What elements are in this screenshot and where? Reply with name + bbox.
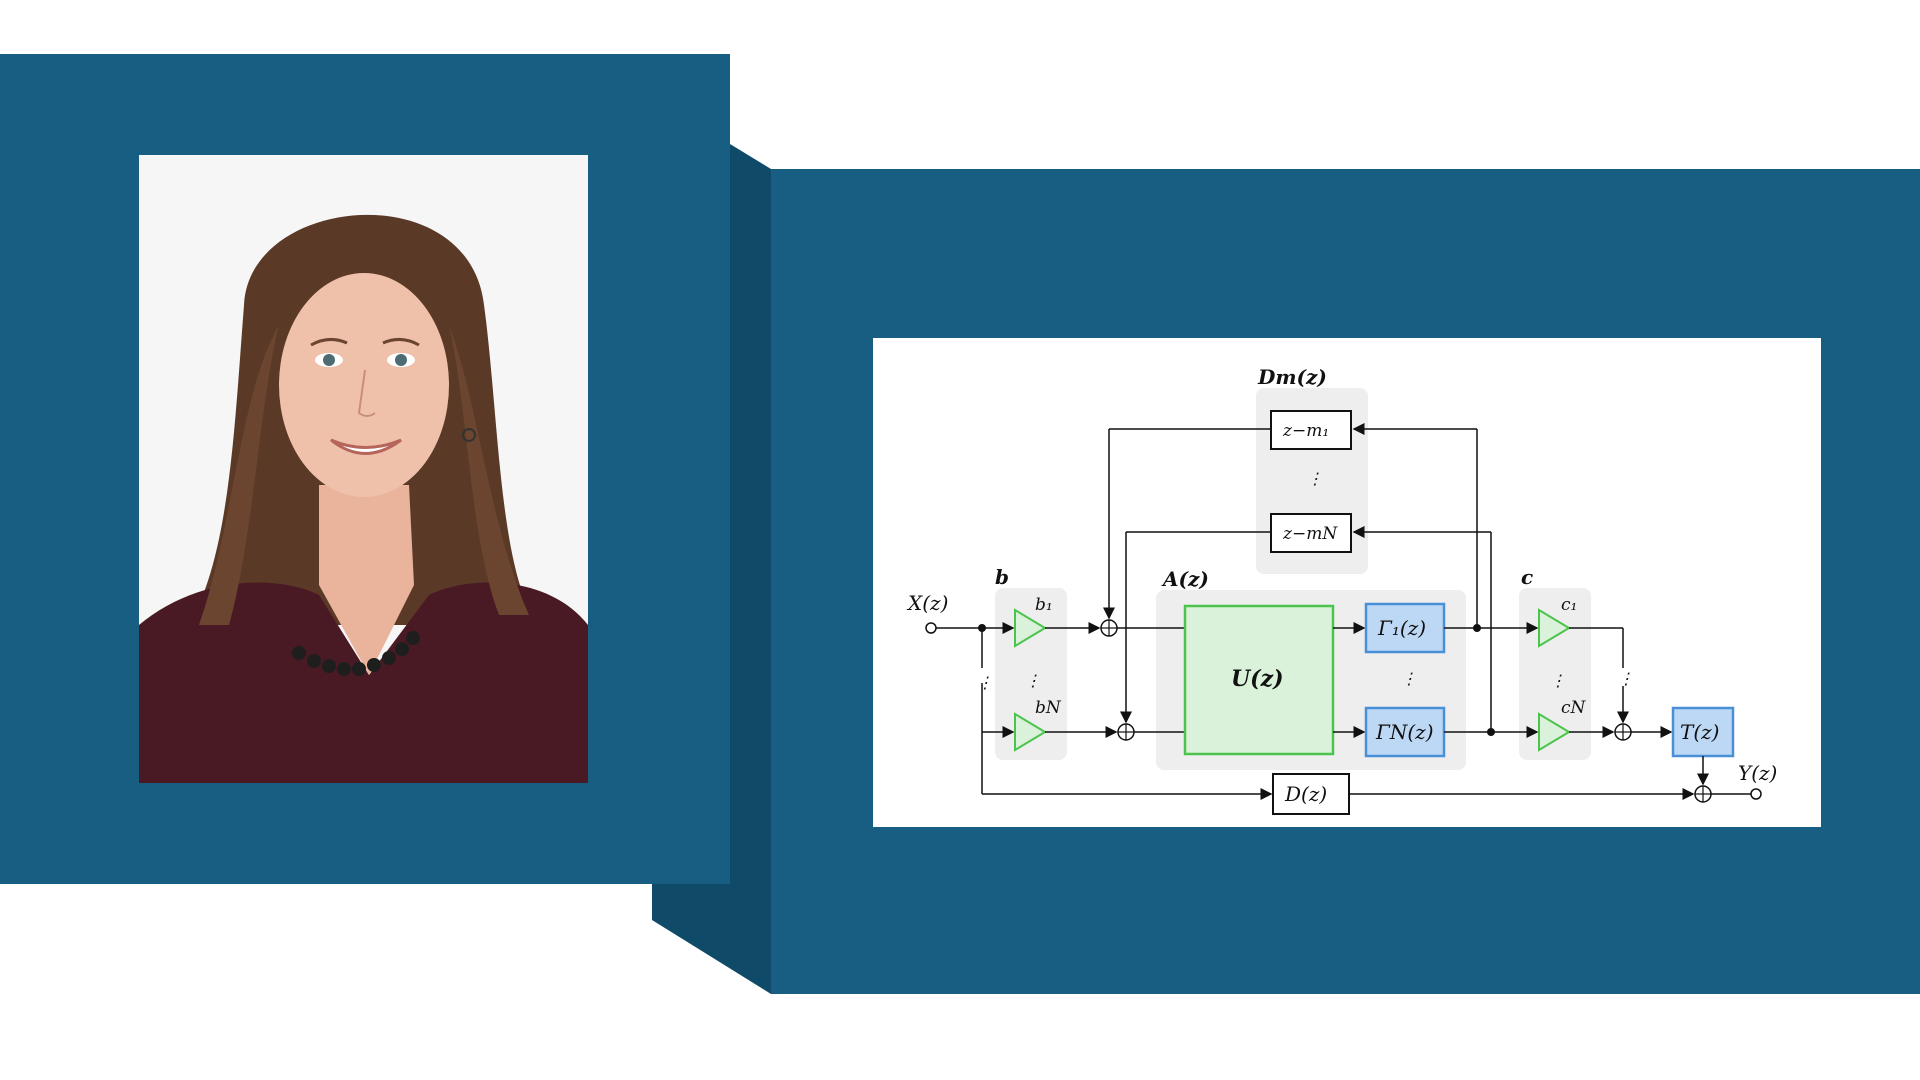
input-vdots: ⋮: [977, 673, 993, 692]
gain-bN-label: bN: [1035, 698, 1062, 718]
u-output-wiring: [1333, 622, 1366, 738]
portrait-photo: [139, 155, 588, 783]
sum-node-output-cross: [1695, 786, 1711, 802]
d-block: [1272, 773, 1350, 815]
block-diagram-svg: Dm(z) b A(z) c X(z) Y(z) ⋮ b₁ bN ⋮: [906, 365, 1777, 815]
sum-node-c-cross: [1615, 724, 1631, 740]
t-block-label: T(z): [1680, 720, 1719, 744]
output-wiring: [1349, 756, 1751, 800]
u-block: [1183, 604, 1335, 756]
gain-bN: [1014, 712, 1047, 752]
feedback-junction-1: [1473, 624, 1481, 632]
c-wiring: [1569, 627, 1673, 738]
gain-c1-label: c₁: [1561, 595, 1577, 615]
u-block-label: U(z): [1231, 666, 1284, 692]
c-vdots: ⋮: [1550, 671, 1566, 690]
gain-b1-label: b₁: [1035, 595, 1053, 615]
gain-cN-label: cN: [1561, 698, 1587, 718]
gamma1-block: [1364, 602, 1446, 654]
gain-cN: [1538, 712, 1571, 752]
delayN-block: [1270, 513, 1352, 553]
d-block-label: D(z): [1284, 782, 1327, 806]
a-input-wiring: [1045, 622, 1185, 738]
b-vdots: ⋮: [1025, 671, 1041, 690]
block-diagram: Dm(z) b A(z) c X(z) Y(z) ⋮ b₁ bN ⋮: [873, 338, 1821, 827]
gamma-vdots: ⋮: [1401, 669, 1417, 688]
delay-vdots: ⋮: [1307, 469, 1323, 488]
gamma1-label: Γ₁(z): [1377, 616, 1426, 640]
portrait-illustration: [139, 155, 588, 783]
gain-b1: [1014, 608, 1047, 648]
delay1-label: z−m₁: [1282, 421, 1329, 441]
input-label: X(z): [906, 591, 948, 615]
a-group-label: A(z): [1161, 567, 1209, 591]
input-junction: [978, 624, 986, 632]
sum-nodes-a: [1100, 619, 1135, 741]
feedback-junction-N: [1487, 728, 1495, 736]
input-node: [925, 622, 937, 634]
sum-node-crosses: [1101, 620, 1134, 740]
gain-c1: [1538, 608, 1571, 648]
delay1-block: [1270, 410, 1352, 450]
t-block: [1671, 706, 1735, 758]
output-node: [1750, 788, 1762, 800]
input-wiring: [936, 622, 1273, 800]
output-label: Y(z): [1738, 761, 1777, 785]
gammaN-label: ΓN(z): [1375, 720, 1434, 744]
dm-group-label: Dm(z): [1257, 365, 1327, 389]
c-group-label: c: [1521, 565, 1533, 589]
c-sum-vdots: ⋮: [1618, 669, 1634, 688]
delayN-label: z−mN: [1282, 524, 1338, 544]
b-group-label: b: [995, 565, 1009, 589]
